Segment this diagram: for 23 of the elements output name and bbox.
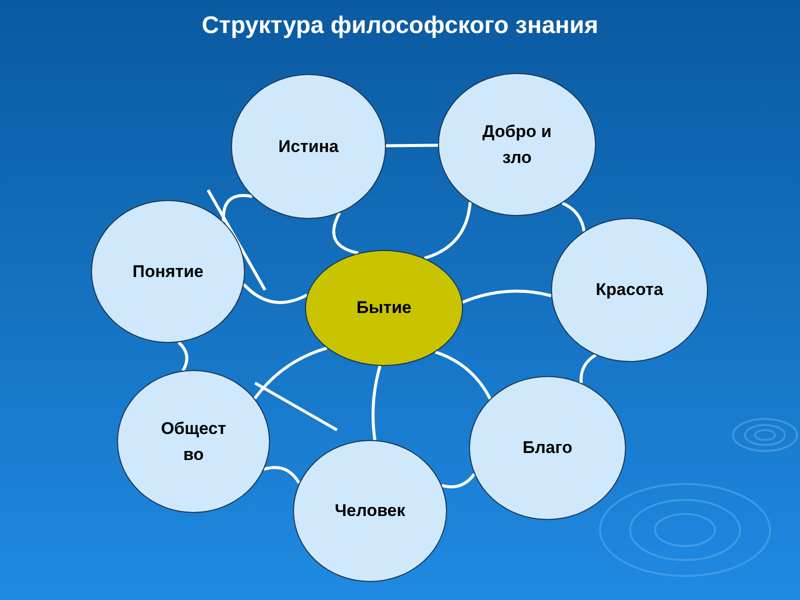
connector-line — [178, 341, 188, 372]
connector-line — [442, 473, 476, 488]
node-label: Общест во — [160, 418, 228, 466]
connector-line — [424, 202, 472, 260]
connector-line — [434, 350, 492, 400]
connector-line — [562, 202, 586, 232]
title: Структура философского знания — [200, 11, 600, 41]
connector-line — [254, 346, 328, 400]
node-label: Красота — [596, 279, 664, 302]
node-label: Благо — [522, 437, 572, 460]
connector-line — [580, 354, 597, 384]
connector-line — [462, 290, 552, 304]
connector-line — [332, 212, 359, 255]
connector-line — [372, 366, 382, 440]
node-label: Понятие — [132, 260, 204, 283]
node-label: Бытие — [356, 297, 412, 320]
node-label: Истина — [278, 136, 339, 158]
connector-line — [222, 194, 253, 222]
connector-line — [386, 144, 438, 148]
node-label: Добро и зло — [481, 121, 553, 168]
connector-line — [242, 283, 308, 304]
connector-line — [264, 466, 300, 484]
node-label: Человек — [334, 500, 406, 522]
